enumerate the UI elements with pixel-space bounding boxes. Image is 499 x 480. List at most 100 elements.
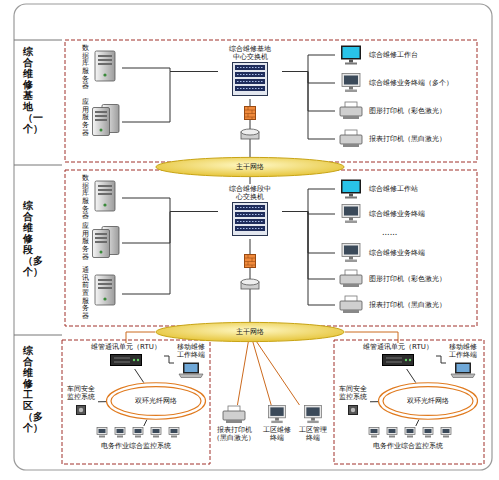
node-label: 移动维修工作终端 bbox=[448, 343, 478, 359]
node-label: 车间安全监控系统 bbox=[66, 385, 96, 401]
network-link bbox=[122, 68, 218, 72]
node-label: 数据库服务器 bbox=[82, 175, 89, 221]
region-outline bbox=[334, 340, 484, 464]
connector-group bbox=[98, 55, 446, 426]
network-link bbox=[257, 342, 300, 405]
fiber-ring-outline bbox=[111, 387, 201, 416]
network-link bbox=[345, 332, 398, 343]
node-label: 综合维修工作台 bbox=[369, 51, 418, 59]
terminal-icon bbox=[342, 244, 360, 263]
network-link bbox=[122, 212, 218, 295]
firewall-icon bbox=[245, 255, 256, 268]
laptop-icon bbox=[179, 363, 203, 378]
terminal-icon bbox=[151, 428, 161, 438]
tier-heading: 综合维修工区（多个） bbox=[23, 345, 33, 433]
terminal-icon bbox=[342, 205, 360, 224]
printer-icon bbox=[340, 102, 362, 119]
network-link bbox=[122, 198, 218, 212]
terminal-icon bbox=[268, 405, 285, 423]
terminal-node: 综合维修业务终端 bbox=[335, 203, 475, 225]
core-switch: 综合维修段中心交换机 bbox=[218, 184, 282, 239]
node-label: 工区管理终端 bbox=[298, 426, 328, 442]
tier-heading: 综合维修基地（一个） bbox=[23, 46, 33, 134]
router-icon bbox=[241, 279, 259, 289]
network-link bbox=[370, 401, 378, 402]
switch-icon bbox=[233, 63, 268, 96]
network-link bbox=[407, 369, 416, 383]
server-icon bbox=[93, 227, 120, 258]
terminal-node: 报表打印机（黑白激光） bbox=[335, 128, 475, 150]
laptop-icon bbox=[451, 363, 475, 378]
node-label: 电务作业综合监控系统 bbox=[342, 442, 474, 450]
node-label: 图形打印机（彩色激光） bbox=[369, 275, 446, 283]
device-node: 电务作业综合监控系统 bbox=[342, 426, 474, 458]
node-label: 通讯前置服务器 bbox=[82, 267, 89, 321]
backbone-disc bbox=[156, 322, 344, 341]
terminal-icon bbox=[342, 74, 360, 93]
node-label: 电务作业综合监控系统 bbox=[70, 442, 202, 450]
node-label: 图形打印机（彩色激光） bbox=[369, 107, 446, 115]
network-tier: 综合维修工区（多个）维管通讯单元（RTU）移动维修工作终端双环光纤网络车间安全监… bbox=[16, 335, 488, 470]
device-node: 工区维修终端 bbox=[260, 405, 294, 445]
network-link bbox=[122, 72, 218, 123]
region-outline bbox=[65, 170, 477, 326]
server-node: 应用服务器 bbox=[80, 98, 122, 146]
terminal-icon bbox=[115, 428, 125, 438]
terminal-icon bbox=[423, 428, 433, 438]
core-switch: 综合维修基地中心交换机 bbox=[218, 44, 282, 99]
device-node: 工区管理终端 bbox=[296, 405, 330, 445]
node-label: 数据库服务器 bbox=[82, 45, 89, 91]
server-icon bbox=[93, 105, 120, 136]
terminal-node: 综合维修业务终端（多个） bbox=[335, 72, 475, 94]
device-node: 电务作业综合监控系统 bbox=[70, 426, 202, 458]
network-link bbox=[164, 356, 174, 363]
backbone-disc bbox=[156, 157, 344, 176]
monitor-icon bbox=[341, 180, 361, 199]
node-label: 报表打印机（黑白激光） bbox=[369, 135, 446, 143]
backbone-network: 主干网络 bbox=[155, 157, 345, 177]
device-node: 维管通讯单元（RTU） bbox=[88, 343, 164, 369]
network-link bbox=[253, 342, 271, 405]
device-node: 车间安全监控系统 bbox=[336, 385, 370, 419]
network-link bbox=[416, 420, 419, 426]
terminal-icon bbox=[304, 405, 321, 423]
server-icon bbox=[95, 51, 115, 81]
ellipsis-mark: ...... bbox=[382, 228, 397, 237]
device-node: 维管通讯单元（RTU） bbox=[360, 343, 436, 369]
node-label: 综合维修业务终端 bbox=[369, 210, 425, 218]
printer-icon bbox=[340, 130, 362, 147]
node-label: 综合维修工作站 bbox=[369, 185, 418, 193]
router-icon bbox=[241, 129, 259, 139]
fiber-ring-outline bbox=[107, 383, 206, 419]
node-label: 应用服务器 bbox=[82, 99, 89, 137]
network-link bbox=[282, 189, 335, 212]
switch-icon bbox=[233, 203, 268, 236]
node-label: 移动维修工作终端 bbox=[176, 343, 206, 359]
ellipsis-mark: ...... bbox=[382, 228, 397, 237]
fiber-ring: 双环光纤网络 bbox=[106, 382, 206, 420]
rtu-icon bbox=[383, 355, 414, 366]
device-node: 车间安全监控系统 bbox=[64, 385, 98, 419]
terminal-icon bbox=[441, 428, 451, 438]
server-node: 数据库服务器 bbox=[80, 174, 122, 222]
fiber-ring: 双环光纤网络 bbox=[378, 382, 478, 420]
backbone-network: 主干网络 bbox=[155, 322, 345, 342]
network-link bbox=[98, 401, 106, 402]
camera-icon bbox=[349, 406, 358, 415]
network-link bbox=[237, 342, 248, 405]
terminal-node: 综合维修业务终端 bbox=[335, 242, 475, 264]
node-label: 维管通讯单元（RTU） bbox=[360, 343, 436, 351]
network-link bbox=[250, 177, 251, 184]
terminal-node: 综合维修工作站 bbox=[335, 178, 475, 200]
terminal-node: 报表打印机（黑白激光） bbox=[335, 294, 475, 316]
terminal-icon bbox=[133, 428, 143, 438]
region-outline bbox=[65, 40, 477, 162]
node-label: 主干网络 bbox=[236, 328, 264, 336]
tier-heading: 综合维修段（多个） bbox=[23, 200, 33, 277]
node-label: 工区维修终端 bbox=[262, 426, 292, 442]
server-node: 数据库服务器 bbox=[80, 44, 122, 92]
node-label: 主干网络 bbox=[236, 163, 264, 171]
device-node: 移动维修工作终端 bbox=[446, 343, 480, 383]
